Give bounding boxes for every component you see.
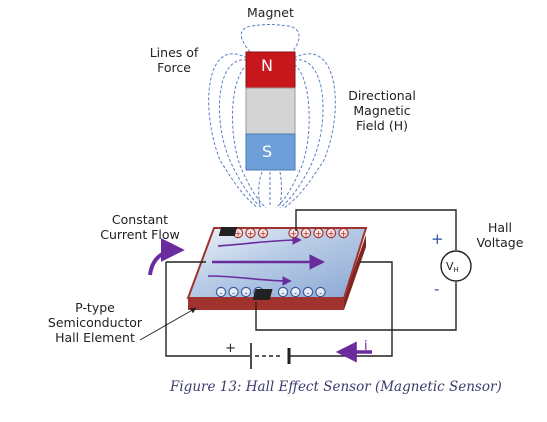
lines-of-force-label: Lines of Force — [149, 45, 199, 75]
positive-charge-symbol: + — [327, 229, 334, 239]
hall-voltage-label: Hall Voltage — [476, 220, 524, 250]
negative-charge — [277, 286, 289, 298]
voltmeter — [440, 250, 472, 282]
negative-charge-symbol: - — [294, 288, 297, 298]
p-type-label: P-type Semiconductor Hall Element — [47, 300, 143, 345]
plate-front-edge — [188, 298, 344, 310]
battery — [250, 343, 291, 369]
negative-charge — [315, 286, 326, 298]
positive-charge — [257, 227, 269, 239]
voltmeter-label: VH — [446, 260, 459, 274]
positive-charges: + + + + + + + + — [232, 227, 349, 239]
negative-charge-symbol: - — [244, 288, 247, 298]
negative-charge — [215, 286, 227, 298]
negative-charge-symbol: - — [232, 288, 235, 298]
hall-contact-bottom — [252, 289, 273, 300]
negative-charge — [290, 286, 301, 298]
current-flow-lines — [207, 235, 326, 286]
hall-minus-sign: - — [434, 280, 440, 298]
figure-caption: Figure 13: Hall Effect Sensor (Magnetic … — [170, 379, 502, 395]
positive-charge-symbol: + — [315, 229, 322, 239]
positive-charge — [338, 227, 349, 239]
directional-field-label: Directional Magnetic Field (H) — [348, 88, 416, 133]
positive-charge-symbol: + — [290, 229, 297, 239]
magnet-label: Magnet — [247, 5, 294, 20]
south-pole — [245, 133, 296, 171]
negative-charge-symbol: - — [281, 288, 284, 298]
positive-charge — [313, 227, 324, 239]
negative-charges: -------- — [215, 286, 326, 298]
hall-plus-sign: + — [431, 230, 444, 248]
positive-charge — [245, 227, 256, 239]
negative-charge-symbol: - — [319, 288, 322, 298]
negative-charge — [302, 286, 314, 298]
battery-plus-sign: + — [225, 341, 236, 356]
field-lines — [208, 24, 336, 209]
magnet — [245, 51, 296, 171]
south-label: S — [262, 142, 273, 161]
constant-current-label: Constant Current Flow — [100, 212, 180, 242]
negative-charge — [240, 286, 252, 298]
element-pointer — [139, 307, 197, 341]
positive-charge — [325, 227, 337, 239]
positive-charge-symbol: + — [247, 229, 254, 239]
negative-charge-symbol: - — [219, 288, 222, 298]
positive-charge-symbol: + — [302, 229, 309, 239]
north-pole — [245, 51, 296, 89]
current-i-label: i — [364, 339, 368, 354]
positive-charge — [300, 227, 312, 239]
current-flow-arrow — [148, 238, 185, 276]
north-label: N — [261, 56, 273, 75]
hall-contact-top — [218, 227, 238, 236]
positive-charge-symbol: + — [234, 229, 241, 239]
magnet-body — [245, 87, 296, 135]
negative-charge-symbol: - — [306, 288, 309, 298]
positive-charge-symbol: + — [340, 229, 347, 239]
plate-right-edge — [344, 235, 366, 310]
positive-charge-symbol: + — [259, 229, 266, 239]
negative-charge — [228, 286, 239, 298]
